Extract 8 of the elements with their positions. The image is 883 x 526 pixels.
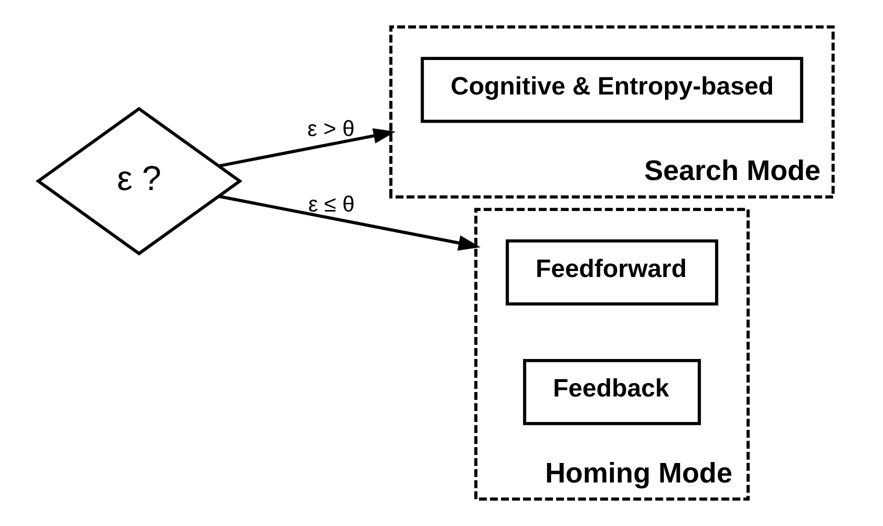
arrow — [218, 128, 396, 168]
edge-label: ε > θ — [306, 116, 354, 141]
node-box: Cognitive & Entropy-based — [420, 56, 803, 123]
node-box: Feedback — [522, 359, 700, 426]
node-box: Feedforward — [505, 239, 718, 306]
arrow — [218, 194, 480, 251]
node-diamond: ε ? — [35, 106, 242, 256]
edge-label: ε ≤ θ — [308, 191, 354, 216]
